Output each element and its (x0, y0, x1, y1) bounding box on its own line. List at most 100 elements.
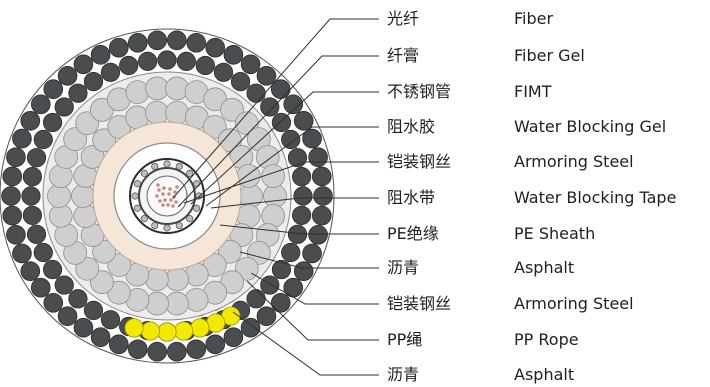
inner-armor-wire (107, 253, 132, 278)
outer-armor-wire (302, 128, 322, 149)
fiber-dot (173, 190, 177, 194)
outer-armor-wire (90, 327, 111, 347)
fiber-dot (166, 203, 170, 207)
label-en-armoring-steel-2: Armoring Steel (514, 294, 634, 313)
inner-armor-wire (184, 287, 209, 312)
outer-armor-wire (256, 66, 277, 86)
outer-armor-wire (1, 186, 21, 206)
outer-armor-wire (308, 225, 328, 245)
label-en-asphalt-2: Asphalt (514, 365, 575, 384)
label-en-fimt: FIMT (514, 82, 552, 101)
outer-armor-wire (73, 317, 94, 338)
outer-armor-wire (90, 45, 111, 65)
outer-armor-wire (6, 147, 26, 168)
outer-armor-wire (230, 71, 251, 92)
fiber-gel (146, 175, 188, 217)
outer-armor-wire (33, 129, 53, 150)
outer-armor-wire (176, 51, 196, 71)
inner-armor-wire (165, 100, 190, 125)
outer-armor-wire (147, 30, 168, 51)
outer-armor-wire (22, 205, 42, 225)
label-zh-fiber-gel: 纤膏 (387, 46, 420, 65)
outer-armor-wire (308, 147, 328, 168)
inner-armor-wire (47, 184, 71, 208)
fimt-wire (175, 221, 183, 230)
outer-armor-wire (54, 275, 74, 295)
fimt-wire (192, 180, 201, 188)
fimt-wire (131, 192, 139, 200)
fiber-dot (162, 186, 166, 190)
outer-armor-wire (240, 54, 261, 75)
outer-armor-wire (147, 341, 168, 362)
outer-armor-wire (127, 339, 148, 360)
outer-armor-wire (22, 167, 42, 187)
outer-armor-wire (167, 341, 187, 362)
label-zh-water-blocking-tape: 阻水带 (387, 188, 436, 207)
outer-armor-wire (83, 71, 104, 92)
inner-armor-wire (263, 184, 287, 208)
outer-armor-wire (138, 51, 158, 71)
inner-armor-wire (144, 100, 169, 125)
label-zh-pp-rope: PP绳 (387, 330, 423, 349)
label-zh-pe-sheath: PE绝缘 (387, 224, 439, 243)
outer-armor-wire (271, 112, 292, 133)
label-zh-armoring-steel-1: 铠装钢丝 (387, 152, 452, 171)
label-en-pe-sheath: PE Sheath (514, 224, 596, 243)
label-zh-water-blocking-gel: 阻水胶 (387, 117, 436, 136)
outer-armor-wire (205, 37, 226, 58)
outer-armor-wire (186, 339, 207, 360)
leader-line (232, 311, 379, 376)
inner-armor-wire (217, 239, 242, 264)
outer-armor-wire (2, 205, 23, 226)
outer-armor-wire (283, 94, 304, 115)
leader-line (183, 161, 379, 204)
label-en-asphalt-1: Asphalt (514, 258, 575, 277)
label-en-water-blocking-tape: Water Blocking Tape (514, 188, 677, 207)
leader-line (205, 126, 379, 207)
outer-armor-wire (240, 317, 261, 338)
fimt-wire (151, 221, 159, 230)
inner-armor-wire (71, 184, 95, 208)
fimt-wire (192, 204, 201, 212)
leader-line (239, 251, 379, 269)
outer-armor-wire (20, 111, 41, 131)
outer-armor-wire (108, 334, 129, 355)
fiber-dot (175, 185, 179, 189)
fiber-dot (161, 192, 165, 196)
outer-armor-wire (42, 259, 63, 280)
label-en-armoring-steel-1: Armoring Steel (514, 152, 634, 171)
outer-armor-wire (281, 129, 301, 150)
fiber-dot (167, 192, 171, 196)
outer-armor-wire (167, 30, 187, 51)
leader-line (219, 224, 379, 235)
fiber-dot (169, 198, 173, 202)
inner-armor-wire (63, 127, 88, 152)
fimt-wire (175, 162, 183, 171)
outer-armor-wire (287, 148, 308, 168)
outer-armor-wire (54, 97, 74, 117)
outer-armor-wire (157, 50, 177, 70)
inner-armor-wire (125, 80, 150, 105)
outer-armor-wire (26, 148, 47, 168)
pp-rope-strand (173, 321, 194, 341)
inner-armor-wire (165, 76, 189, 101)
inner-armor-wire (165, 267, 190, 292)
outer-armor-wire (21, 186, 41, 206)
fiber-dot (174, 200, 178, 204)
outer-armor-wire (293, 261, 314, 281)
fimt-wire (133, 204, 142, 212)
outer-armor-wire (311, 166, 332, 187)
inner-armor-wire (92, 239, 117, 264)
outer-armor-wire (256, 306, 277, 327)
outer-armor-wire (57, 66, 78, 86)
outer-armor-wire (293, 111, 314, 131)
outer-armor-wire (302, 243, 322, 264)
leader-line (190, 91, 379, 205)
outer-armor-wire (186, 32, 207, 53)
outer-armor-wire (119, 55, 139, 76)
outer-armor-wire (281, 242, 301, 263)
outer-armor-wire (33, 242, 53, 263)
fiber-dot (163, 198, 167, 202)
outer-armor-wire (293, 186, 313, 206)
